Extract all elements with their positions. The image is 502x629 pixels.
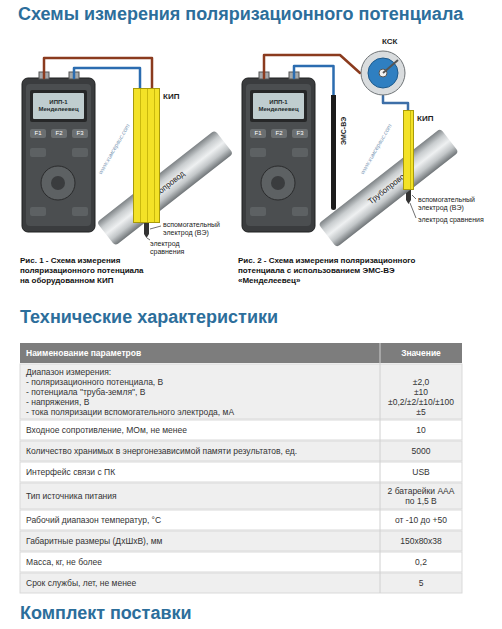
table-cell: 150х80х38 [382,536,460,546]
button-label: F3 [72,129,88,138]
cable-wire [383,96,408,110]
leader-line [147,238,150,240]
table-cell: USB [382,467,460,477]
table-cell: - потенциала "труба-земля", В [26,387,376,397]
post-label: КИП [417,114,433,123]
meter-device: ИПП-1 Менделеевец [242,78,315,232]
table-cell: ±0,2/±2/±10/±100 [382,397,460,407]
device-screen-text: ИПП-1 Менделеевец [253,93,304,119]
button-label: F2 [51,129,67,138]
meter-body [22,72,95,232]
table-cell: ±5 [382,407,460,417]
table-cell: - поляризационного потенциала, В [26,377,376,387]
leader-line [410,203,416,218]
cable-wire [74,68,140,88]
electrode-probe: ЭМС-ВЭ [331,95,336,210]
table-cell: 2 батарейки ААА по 1,5 В [386,486,456,506]
button-label: F1 [30,129,46,138]
table-header-cell: Значение [382,348,460,358]
table-cell: 5 [382,578,460,588]
table-cell: Интерфейс связи с ПК [26,467,376,477]
button-label: F3 [292,129,308,138]
test-post: КИП [133,88,160,223]
table-cell: 5000 [382,446,460,456]
spec-table [20,343,462,593]
table-cell: 0,2 [382,557,460,567]
reel-outline [360,50,406,96]
pipe-label: Трубопровод [318,128,459,247]
pipeline: Трубопровод [318,128,459,247]
callout-label: вспомогательный электрод (ВЭ) [163,221,235,237]
page-title: Схемы измерения поляризационного потенци… [18,4,463,25]
electrode-rod [144,223,149,238]
table-cell: Срок службы, лет, не менее [26,578,376,588]
table-cell: Масса, кг, не более [26,557,376,567]
table-cell: Диапазон измерения: [26,367,376,377]
table-cell: - напряжения, В [26,397,376,407]
table-cell: ±2,0 [382,377,460,387]
cable-wire [44,58,152,88]
table-cell: Количество хранимых в энергонезависимой … [26,446,376,456]
section-heading: Комплект поставки [20,602,490,624]
cable-wire [294,66,334,95]
meter-body [242,72,315,232]
table-cell: ±10 [382,387,460,397]
button-label: F1 [250,129,266,138]
figure-caption: Рис. 1 - Схема измерения поляризационног… [20,256,150,286]
device-screen-text: ИПП-1 Менделеевец [33,93,84,119]
table-header-cell: Наименование параметров [26,348,376,358]
probe-label: ЭМС-ВЭ [340,117,347,145]
watermark: www.химсервис.com [96,122,131,177]
button-label: F2 [271,129,287,138]
table-cell: Входное сопротивление, МОм, не менее [26,425,376,435]
callout-label: электрод сравнения [150,240,214,256]
post-label: КИП [163,92,179,101]
test-post: КИП [403,110,414,190]
leader-line [150,226,161,229]
table-cell: 10 [382,425,460,435]
section-heading: Технические характеристики [20,306,490,328]
table-cell: Рабочий диапазон температур, °С [26,515,376,525]
cable-reel: КСК [360,50,406,96]
leader-line [412,195,416,199]
meter-device: ИПП-1 Менделеевец [22,78,95,232]
table-cell: - тока поляризации вспомогательного элек… [26,407,376,417]
reel-label: КСК [382,37,397,46]
figure-caption: Рис. 2 - Схема измерения поляризационног… [238,256,418,286]
table-cell: Тип источника питания [26,491,376,501]
callout-label: электрод сравнения [418,216,498,224]
table-cell: Габаритные размеры (ДхШхВ), мм [26,536,376,546]
table-cell: от -10 до +50 [382,515,460,525]
callout-label: вспомогательный электрод (ВЭ) [418,196,490,212]
